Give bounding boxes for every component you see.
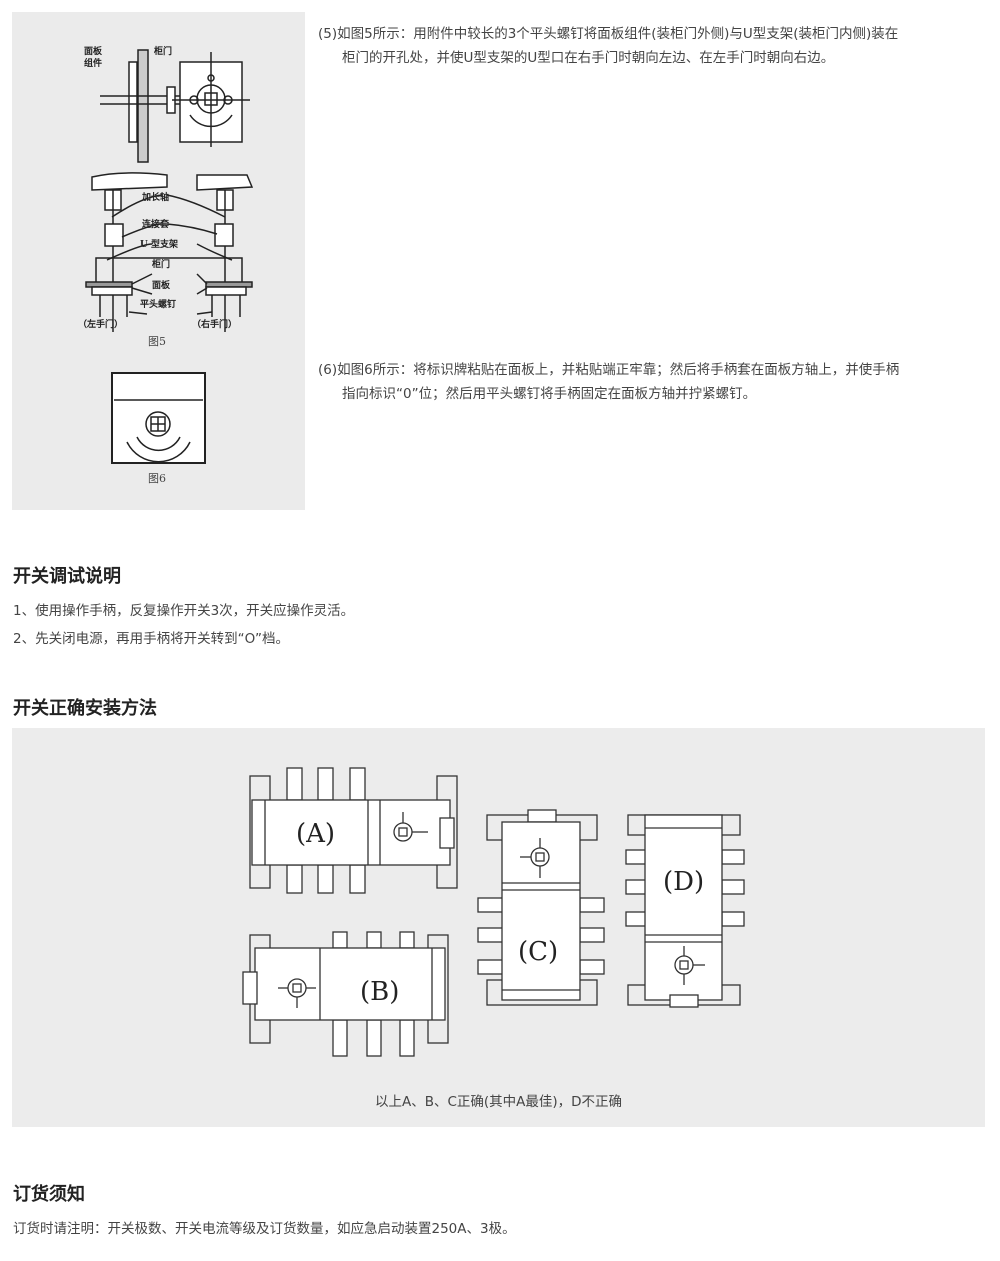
step-6-line1: (6)如图6所示：将标识牌粘贴在面板上，并粘贴端正牢靠；然后将手柄套在面板方轴上… (318, 362, 900, 378)
step-6-text: (6)如图6所示：将标识牌粘贴在面板上，并粘贴端正牢靠；然后将手柄套在面板方轴上… (318, 358, 998, 406)
mounting-diagram: (A) (B) (C) (D) (242, 767, 745, 1057)
step-5-text: (5)如图5所示：用附件中较长的3个平头螺钉将面板组件(装柜门外侧)与U型支架(… (318, 22, 998, 70)
figure5-caption: 图5 (148, 335, 166, 348)
figure6-caption: 图6 (148, 472, 166, 485)
label-cabinet-door-top: 柜门 (153, 45, 172, 57)
mounting-section-title: 开关正确安装方法 (13, 698, 157, 719)
label-panel-assembly: 面板 (84, 45, 103, 57)
order-text: 订货时请注明：开关极数、开关电流等级及订货数量，如应急启动装置250A、3极。 (13, 1221, 516, 1237)
label-u-bracket: U 型支架 (140, 238, 178, 250)
step-6-line2: 指向标识“0”位；然后用平头螺钉将手柄固定在面板方轴并拧紧螺钉。 (342, 386, 757, 402)
label-extension-shaft: 加长轴 (141, 191, 169, 203)
mounting-caption: 以上A、B、C正确(其中A最佳)，D不正确 (374, 1094, 623, 1110)
label-panel-assembly-2: 组件 (84, 57, 102, 69)
label-d: (D) (663, 867, 704, 897)
switch-d (625, 814, 745, 1008)
step-5-line1: (5)如图5所示：用附件中较长的3个平头螺钉将面板组件(装柜门外侧)与U型支架(… (318, 26, 899, 42)
label-left-door: （左手门） (78, 318, 123, 330)
switch-b (242, 931, 449, 1057)
label-a: (A) (296, 819, 335, 849)
figure5-diagram: 面板 组件 柜门 加长轴 连接套 U 型支架 柜门 面板 平头螺钉 （左手门） … (78, 45, 254, 485)
step-5-line2: 柜门的开孔处，并使U型支架的U型口在右手门时朝向左边、在左手门时朝向右边。 (342, 50, 835, 66)
label-b: (B) (360, 977, 399, 1007)
label-flat-screw: 平头螺钉 (140, 298, 176, 310)
label-coupling: 连接套 (142, 218, 170, 230)
figure-panel: 面板 组件 柜门 加长轴 连接套 U 型支架 柜门 面板 平头螺钉 （左手门） … (12, 12, 305, 510)
mounting-diagram-panel: (A) (B) (C) (D) 以上A、B、C正确(其中A最佳)，D不正确 (12, 728, 985, 1127)
switch-a (249, 767, 458, 894)
label-cabinet-door: 柜门 (151, 258, 170, 270)
label-c: (C) (518, 937, 558, 967)
label-right-door: （右手门） (192, 318, 237, 330)
label-panel: 面板 (152, 279, 171, 291)
order-section-title: 订货须知 (13, 1184, 85, 1205)
switch-c (477, 809, 605, 1006)
debug-section-title: 开关调试说明 (13, 566, 121, 587)
debug-item-2: 2、先关闭电源，再用手柄将开关转到“O”档。 (13, 631, 289, 647)
debug-item-1: 1、使用操作手柄，反复操作开关3次，开关应操作灵活。 (13, 603, 355, 619)
